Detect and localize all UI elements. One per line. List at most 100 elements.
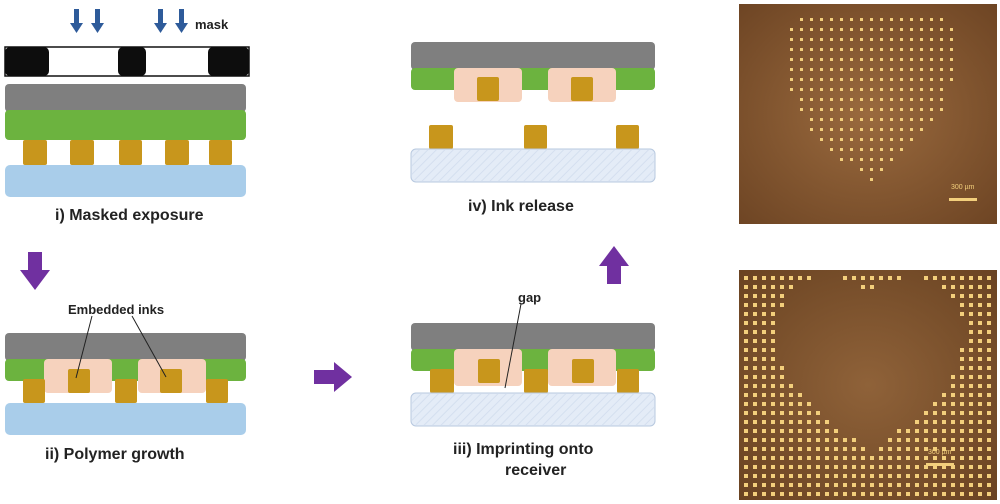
micro-dot	[987, 447, 991, 451]
micro-dot	[978, 474, 982, 478]
micro-dot	[744, 384, 748, 388]
micro-dot	[924, 465, 928, 469]
down-arrow-icon	[91, 9, 104, 33]
micro-dot	[920, 118, 923, 121]
micro-dot	[744, 276, 748, 280]
micro-dot	[924, 429, 928, 433]
micro-dot	[789, 384, 793, 388]
micro-dot	[816, 429, 820, 433]
micro-dot	[933, 447, 937, 451]
micro-dot	[789, 393, 793, 397]
micro-dot	[843, 447, 847, 451]
micro-dot	[798, 438, 802, 442]
micro-dot	[810, 118, 813, 121]
micro-dot	[969, 276, 973, 280]
micro-dot	[860, 138, 863, 141]
micro-dot	[930, 58, 933, 61]
micro-dot	[825, 483, 829, 487]
micro-dot	[800, 78, 803, 81]
scale-bar	[949, 198, 977, 201]
micro-dot	[771, 321, 775, 325]
micro-dot	[771, 384, 775, 388]
arrow-down-icon	[20, 252, 50, 290]
micro-dot	[780, 492, 784, 496]
micro-dot	[906, 474, 910, 478]
micro-dot	[753, 312, 757, 316]
micro-dot	[890, 78, 893, 81]
micro-dot	[771, 285, 775, 289]
micro-dot	[843, 438, 847, 442]
micro-dot	[850, 68, 853, 71]
micro-dot	[771, 303, 775, 307]
micro-dot	[888, 474, 892, 478]
micro-dot	[744, 456, 748, 460]
micro-dot	[816, 492, 820, 496]
micro-dot	[969, 411, 973, 415]
micro-dot	[780, 375, 784, 379]
micro-dot	[950, 78, 953, 81]
micro-dot	[969, 492, 973, 496]
micro-dot	[933, 465, 937, 469]
micro-dot	[978, 276, 982, 280]
micro-dot	[789, 420, 793, 424]
micro-dot	[753, 321, 757, 325]
micro-dot	[753, 402, 757, 406]
micro-dot	[810, 98, 813, 101]
micro-dot	[762, 438, 766, 442]
micro-dot	[744, 366, 748, 370]
micro-dot	[890, 138, 893, 141]
micro-dot	[790, 78, 793, 81]
micro-dot	[870, 118, 873, 121]
micro-dot	[940, 48, 943, 51]
micro-dot	[960, 402, 964, 406]
micro-dot	[762, 402, 766, 406]
micro-dot	[960, 384, 964, 388]
micro-dot	[780, 456, 784, 460]
micro-dot	[807, 474, 811, 478]
arrow-right-icon	[314, 362, 352, 392]
micro-dot	[969, 456, 973, 460]
micro-dot	[942, 447, 946, 451]
micro-dot	[789, 447, 793, 451]
micro-dot	[915, 447, 919, 451]
micro-dot	[888, 447, 892, 451]
micro-dot	[969, 366, 973, 370]
caption-imprinting-line2: receiver	[505, 462, 567, 479]
micro-dot	[744, 312, 748, 316]
micro-dot	[753, 483, 757, 487]
micro-dot	[987, 330, 991, 334]
micro-dot	[762, 330, 766, 334]
arrow-up-icon	[599, 246, 629, 284]
micro-dot	[825, 447, 829, 451]
micro-dot	[861, 492, 865, 496]
micro-dot	[753, 465, 757, 469]
micro-dot	[800, 58, 803, 61]
micro-dot	[798, 456, 802, 460]
micro-dot	[810, 38, 813, 41]
micro-dot	[940, 108, 943, 111]
micro-dot	[850, 128, 853, 131]
micro-dot	[969, 393, 973, 397]
micro-dot	[771, 375, 775, 379]
heart-dot-array	[790, 18, 953, 181]
micro-dot	[930, 38, 933, 41]
micro-dot	[910, 98, 913, 101]
micro-dot	[920, 48, 923, 51]
micro-dot	[897, 438, 901, 442]
micro-dot	[816, 465, 820, 469]
micro-dot	[852, 483, 856, 487]
micro-dot	[930, 68, 933, 71]
micro-dot	[969, 465, 973, 469]
micro-dot	[789, 456, 793, 460]
micro-dot	[960, 312, 964, 316]
micro-dot	[924, 276, 928, 280]
micro-dot	[843, 474, 847, 478]
micro-dot	[840, 118, 843, 121]
micro-dot	[762, 483, 766, 487]
micro-dot	[942, 393, 946, 397]
micro-dot	[771, 330, 775, 334]
micro-dot	[906, 483, 910, 487]
micro-dot	[762, 366, 766, 370]
donor-substrate	[5, 403, 246, 435]
mask-label: mask	[195, 17, 229, 32]
